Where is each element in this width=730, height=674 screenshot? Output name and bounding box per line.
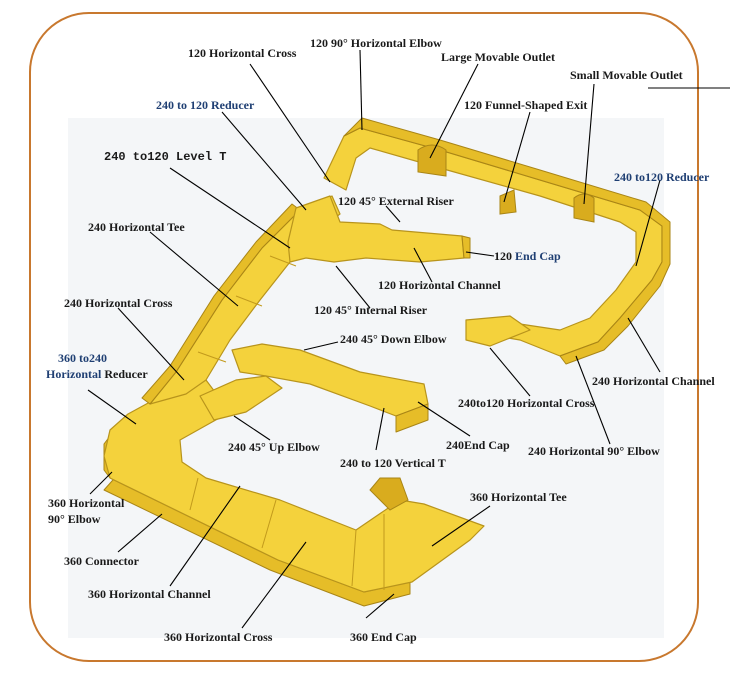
leader-240-90-elbow [575,355,611,445]
leader-external-riser [385,205,401,223]
tray-240-wall [141,203,301,405]
label-360-horizontal-channel: 360 Horizontal Channel [88,587,211,601]
label-240-120-level-t: 240 to120 Level T [104,150,227,164]
leader-240-channel [627,317,661,373]
leader-360-channel [169,485,241,587]
label-360-horizontal-tee: 360 Horizontal Tee [470,490,567,504]
funnel-exit-body [499,189,517,215]
leader-funnel [503,111,531,203]
label-360-connector: 360 Connector [64,554,139,568]
label-240-120-vertical-t: 240 to 120 Vertical T [340,456,446,470]
leader-360-elbow [89,471,113,495]
label-240-up-elbow: 240 45° Up Elbow [228,440,320,454]
label-240-horizontal-tee: 240 Horizontal Tee [88,220,185,234]
leader-360-reducer [87,389,137,425]
label-120-horizontal-channel: 120 Horizontal Channel [378,278,501,292]
label-360-horizontal-cross: 360 Horizontal Cross [164,630,273,644]
label-360-240-reducer-word: Horizontal [46,367,102,381]
label-120-end-cap-number: 120 [494,249,512,263]
label-120-internal-riser: 120 45° Internal Riser [314,303,428,317]
label-120-90-elbow: 120 90° Horizontal Elbow [310,36,442,50]
tray-240-endcap [395,403,429,433]
tray-360-channel [103,379,485,593]
leader-240-120-reducer-left [221,111,307,211]
leader-vertical-t [375,407,385,451]
tray-240-up-elbow [199,375,283,421]
leader-up-elbow [233,415,271,441]
label-120-external-riser: 120 45° External Riser [338,194,454,208]
label-240-120-horizontal-cross: 240to120 Horizontal Cross [458,396,595,410]
leader-240-120-cross [489,347,531,397]
tray-120-inner [287,195,465,263]
leader-120-endcap [465,251,495,257]
leader-120-channel [413,247,433,283]
label-240-down-elbow: 240 45° Down Elbow [340,332,447,346]
rounded-frame [29,12,699,662]
leader-240-endcap [417,401,471,437]
label-360-end-cap: 360 End Cap [350,630,417,644]
leader-360-connector [117,513,163,553]
label-240-120-reducer-right: 240 to120 Reducer [614,170,710,184]
leader-240-tee [149,231,239,307]
label-large-movable-outlet: Large Movable Outlet [441,50,555,64]
tray-360-tee-riser [369,477,409,511]
label-240-90-elbow: 240 Horizontal 90° Elbow [528,444,660,458]
leader-level-t [169,167,291,249]
label-120-horizontal-cross: 120 Horizontal Cross [188,46,297,60]
leader-small-outlet [583,83,595,205]
label-240-120-reducer-left: 240 to 120 Reducer [156,98,255,112]
leader-360-endcap [365,593,395,619]
tray-120-right-branch [465,315,531,347]
leader-120-cross [249,63,331,183]
label-360-240-reducer-suffix: Reducer [101,367,148,381]
label-240-horizontal-cross: 240 Horizontal Cross [64,296,173,310]
small-outlet-body [573,193,595,223]
leader-large-outlet [429,63,479,159]
leader-down-elbow [303,341,339,351]
label-360-240-reducer-line1: 360 to240 [58,351,107,365]
label-120-funnel-exit: 120 Funnel-Shaped Exit [464,98,588,112]
leader-360-cross [241,541,307,629]
label-240-horizontal-channel: 240 Horizontal Channel [592,374,715,388]
label-360-90-elbow-line1: 360 Horizontal [48,496,125,510]
label-small-movable-outlet: Small Movable Outlet [570,68,683,82]
leader-internal-riser [335,265,371,309]
large-outlet-body [417,144,447,177]
label-120-end-cap-text: End Cap [515,249,561,263]
leader-240-120-reducer-right [635,179,661,267]
label-360-240-reducer-line2: Horizontal Reducer [46,367,148,381]
leader-120-elbow [359,49,363,131]
label-240-end-cap: 240End Cap [446,438,510,452]
label-120-end-cap: 120 End Cap [494,249,561,263]
label-360-90-elbow-line2: 90° Elbow [48,512,101,526]
leader-360-tee [431,505,491,547]
leader-240-cross [117,307,185,381]
